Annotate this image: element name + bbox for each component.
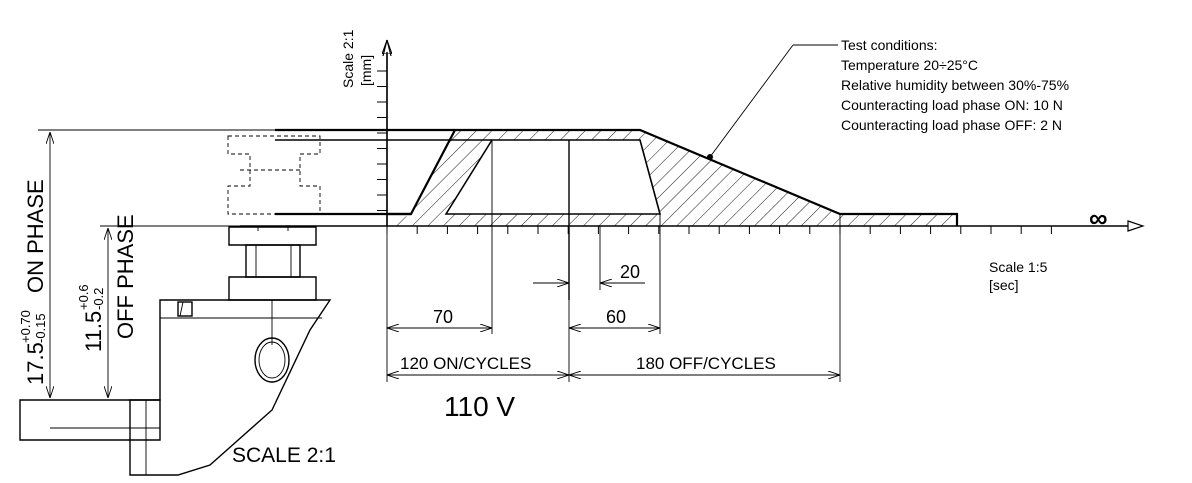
y-axis-label-unit: [mm] [358, 55, 374, 86]
x-axis-ticks [386, 226, 1052, 234]
on-phase-label: ON PHASE [23, 179, 48, 293]
voltage-label: 110 V [444, 391, 515, 422]
test-condition-load-on: Counteracting load phase ON: 10 N [841, 97, 1063, 113]
x-axis-label-scale: Scale 1:5 [989, 259, 1048, 275]
off-cycles-label: 180 OFF/CYCLES [636, 354, 776, 373]
test-condition-humidity: Relative humidity between 30%-75% [841, 77, 1069, 93]
off-phase-value: 11.5 [81, 311, 106, 352]
time-dimensions: 70 60 20 120 ON/CYCLES 180 OFF/CYCLES [386, 140, 841, 382]
solenoid-body [19, 226, 332, 476]
stroke-profile [387, 128, 959, 226]
off-phase-dimension: 11.5 +0.6 -0.2 OFF PHASE [76, 214, 138, 352]
x-axis-label-unit: [sec] [989, 277, 1019, 293]
dimension-20: 20 [620, 262, 640, 282]
scale-note: SCALE 2:1 [232, 444, 336, 467]
y-axis-ticks [377, 70, 387, 227]
x-axis [387, 220, 1145, 232]
dimension-70: 70 [433, 307, 453, 327]
inner-trapezoid [444, 139, 662, 215]
off-phase-tol-lower: -0.2 [91, 288, 106, 310]
stroke-dimensions [20, 129, 275, 401]
test-condition-load-off: Counteracting load phase OFF: 2 N [841, 117, 1062, 133]
test-condition-temperature: Temperature 20÷25°C [841, 57, 978, 73]
y-axis-label-scale: Scale 2:1 [340, 29, 356, 88]
test-conditions: Test conditions: Temperature 20÷25°C Rel… [841, 37, 1069, 133]
on-phase-dimension: 17.5 +0.70 -0.15 ON PHASE [18, 179, 48, 385]
plunger-on-position-ghost [227, 135, 321, 215]
off-phase-label: OFF PHASE [113, 214, 138, 339]
infinity-symbol: ∞ [1089, 203, 1108, 233]
on-phase-tol-lower: -0.15 [33, 313, 48, 343]
on-cycles-label: 120 ON/CYCLES [400, 354, 531, 373]
on-phase-tol-upper: +0.70 [18, 310, 33, 343]
dimension-60: 60 [606, 307, 626, 327]
test-conditions-leader [707, 44, 838, 160]
on-phase-value: 17.5 [23, 342, 48, 385]
test-conditions-title: Test conditions: [841, 37, 938, 53]
off-phase-tol-upper: +0.6 [76, 284, 91, 310]
